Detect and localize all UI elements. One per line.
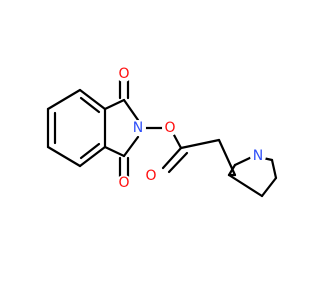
bond-p1-p2	[227, 163, 237, 177]
bond-c3-c4	[179, 138, 221, 150]
svg-text:O: O	[118, 66, 129, 82]
svg-text:O: O	[118, 175, 129, 191]
atom-o4: O	[143, 168, 159, 184]
bond-c3-o4-second	[167, 151, 189, 174]
bond-c1-n1	[122, 98, 140, 122]
bond-c1-b5	[103, 98, 126, 111]
bond-b3-b4	[78, 145, 107, 168]
bond-c2-n1	[122, 135, 140, 158]
benzene-ring	[46, 88, 107, 168]
atom-n2: N	[250, 148, 266, 164]
bond-p5-p6	[260, 176, 278, 198]
bond-b5-b6	[78, 88, 107, 111]
atom-n1: N	[130, 120, 146, 136]
ester-chain	[141, 126, 237, 177]
bond-o3-c3	[172, 133, 183, 150]
atom-o1: O	[116, 66, 132, 82]
bond-c3-o4	[161, 146, 183, 170]
bond-b2-b3	[46, 145, 82, 168]
svg-text:N: N	[253, 148, 263, 164]
svg-text:N: N	[133, 120, 143, 136]
atom-o2: O	[116, 175, 132, 191]
svg-text:O: O	[145, 168, 156, 184]
bond-b5-b6-inner	[79, 96, 101, 114]
bond-p4-p5	[270, 158, 278, 180]
svg-text:O: O	[164, 120, 175, 136]
imide-ring	[103, 78, 140, 179]
chemical-structure-diagram: O N O O O N	[46, 66, 278, 198]
atom-o3: O	[162, 120, 178, 136]
bond-b3-b4-inner	[79, 142, 101, 160]
bond-b6-b1	[46, 88, 82, 111]
bond-c2-b4	[103, 145, 126, 158]
bond-p6-p1	[227, 173, 264, 198]
